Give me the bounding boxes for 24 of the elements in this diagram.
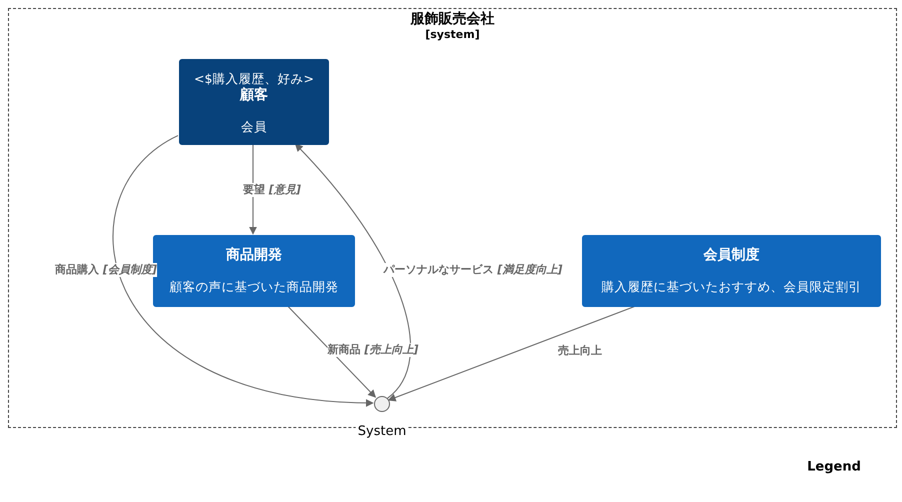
container-box bbox=[179, 59, 329, 145]
box-text: 会員 bbox=[241, 118, 267, 134]
box-title: 顧客 bbox=[240, 86, 268, 104]
edge-label: 要望 [意見] bbox=[243, 183, 301, 197]
container-box bbox=[582, 235, 881, 307]
edge-label: 新商品 [売上向上] bbox=[328, 343, 418, 357]
arrow bbox=[112, 135, 374, 407]
node-caption: System bbox=[356, 424, 408, 439]
arrow bbox=[287, 306, 376, 398]
box-title: 商品開発 bbox=[226, 247, 282, 264]
edge-label: 商品購入 [会員制度] bbox=[55, 263, 157, 277]
interface-circle bbox=[374, 396, 390, 412]
legend-heading: Legend bbox=[807, 460, 861, 474]
container-box bbox=[153, 235, 355, 307]
edge-label: パーソナルなサービス [満足度向上] bbox=[384, 263, 562, 277]
box-title: 会員制度 bbox=[704, 247, 760, 264]
arrow bbox=[294, 143, 411, 399]
box-text: <$購入履歴、好み> bbox=[194, 70, 314, 86]
boundary-title: 服飾販売会社 bbox=[409, 11, 496, 28]
box-text: 購入履歴に基づいたおすすめ、会員限定割引 bbox=[602, 278, 862, 295]
edge-label: 売上向上 bbox=[558, 344, 602, 358]
arrow bbox=[388, 306, 636, 402]
boundary-type: [system] bbox=[424, 28, 481, 41]
box-text: 顧客の声に基づいた商品開発 bbox=[170, 278, 338, 295]
